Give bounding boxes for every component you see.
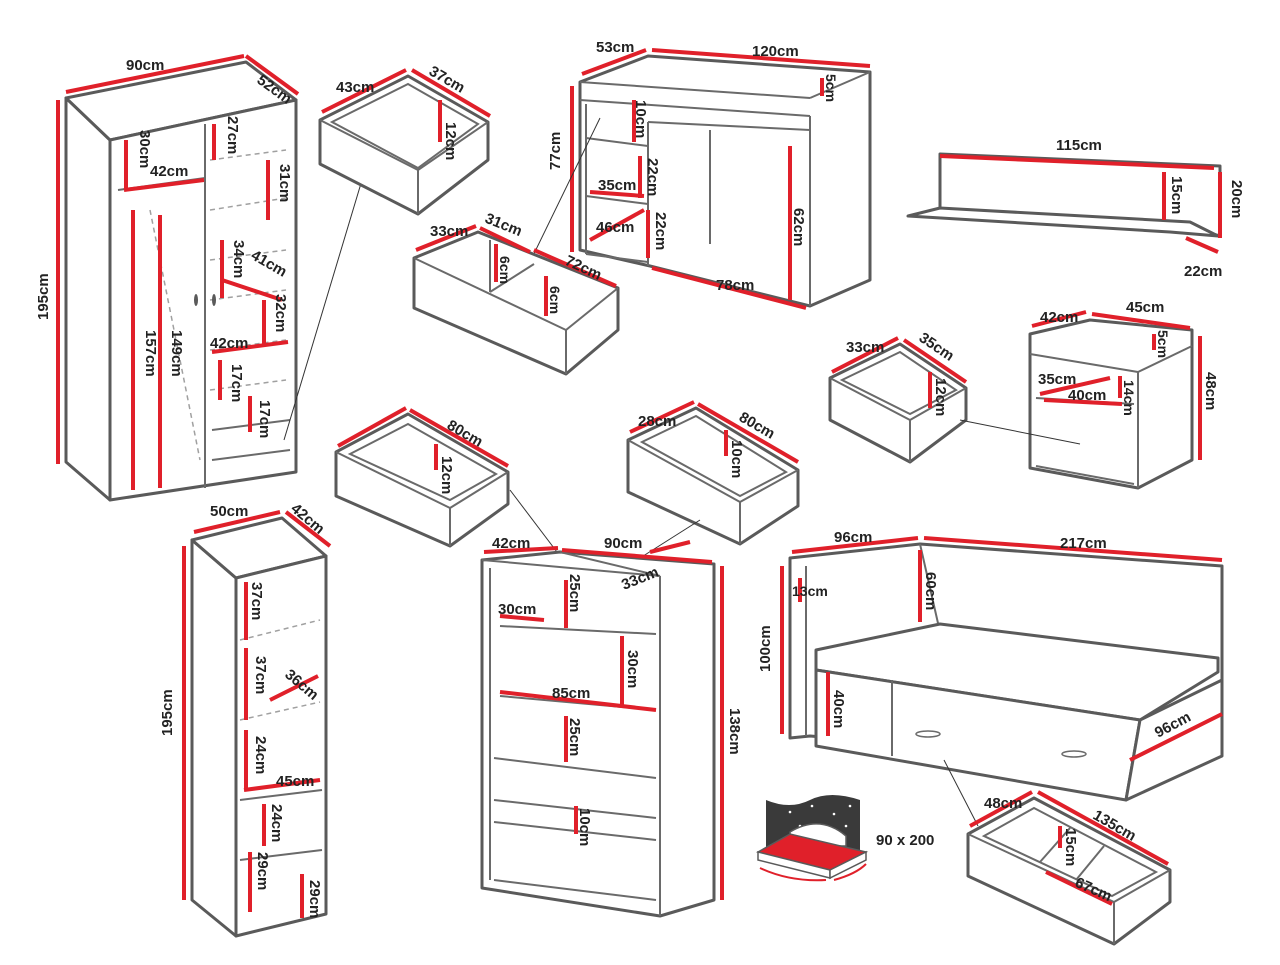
bookcase-height: 195cm xyxy=(159,689,176,736)
drawer-80a: 80cm 12cm xyxy=(334,406,561,557)
bed-frame-height: 40cm xyxy=(830,690,847,728)
bed-drawer-height: 15cm xyxy=(1062,828,1079,866)
desk: 53cm 120cm 5cm 10cm 77cm 22cm 35cm 46cm … xyxy=(527,39,872,310)
dresser: 42cm 90cm 33cm 25cm 30cm 30cm 85cm 25cm … xyxy=(480,535,743,918)
bookcase-tall: 50cm 42cm 195cm 37cm 37cm 36cm 24cm 45cm… xyxy=(159,500,332,938)
nightstand-drawer-h: 14cm xyxy=(1121,380,1137,416)
desk-drawer-w1: 35cm xyxy=(598,177,636,194)
wardrobe-d4: 31cm xyxy=(276,164,293,202)
bed-back-height: 60cm xyxy=(922,572,939,610)
bed-length: 217cm xyxy=(1060,535,1107,552)
dresser-depth: 42cm xyxy=(492,535,530,552)
dresser-shelf-w: 85cm xyxy=(552,685,590,702)
desk-drawer-h2: 22cm xyxy=(652,212,669,250)
wardrobe-d3: 27cm xyxy=(224,116,241,154)
bed-head-width: 96cm xyxy=(834,529,872,546)
bed-lip: 13cm xyxy=(792,583,828,599)
wardrobe-d12: 17cm xyxy=(256,400,273,438)
desk-knee: 62cm xyxy=(790,208,807,246)
nightstand: 42cm 45cm 5cm 48cm 35cm 40cm 14cm xyxy=(959,299,1219,490)
drawer-a-height: 12cm xyxy=(442,122,459,160)
desk-drawer-h1: 22cm xyxy=(644,158,661,196)
drawer-small-a: 43cm 37cm 12cm xyxy=(318,63,492,216)
dresser-width: 90cm xyxy=(604,535,642,552)
dresser-height: 138cm xyxy=(726,708,743,755)
desk-drawer: 33cm 31cm 72cm 6cm 6cm xyxy=(412,210,620,376)
bookcase-s2: 37cm xyxy=(252,656,269,694)
wardrobe-d11: 17cm xyxy=(228,364,245,402)
shelf-width: 115cm xyxy=(1056,137,1102,154)
bed-drawer: 48cm 135cm 15cm 67cm xyxy=(966,790,1172,946)
bookcase-s7: 29cm xyxy=(254,852,271,890)
drawer-b-height: 12cm xyxy=(932,378,949,416)
nightstand-lip: 5cm xyxy=(1155,330,1171,358)
bed-head-height: 100cm xyxy=(757,625,774,672)
bookcase-s6: 24cm xyxy=(268,804,285,842)
drawer-small-b: 33cm 35cm 12cm xyxy=(828,329,968,464)
mattress-icon: 90 x 200 xyxy=(755,795,934,882)
wardrobe-width: 90cm xyxy=(126,57,164,74)
desk-depth: 53cm xyxy=(596,39,634,56)
drawer-80b-height: 10cm xyxy=(728,440,745,478)
desk-span: 78cm xyxy=(716,277,754,294)
drawer-80b: 28cm 80cm 10cm xyxy=(626,400,800,559)
bookcase-s4: 24cm xyxy=(252,736,269,774)
dresser-gap: 30cm xyxy=(624,650,641,688)
desk-drawer-w2: 46cm xyxy=(596,219,634,236)
nightstand-height: 48cm xyxy=(1202,372,1219,410)
nightstand-drawer-w: 40cm xyxy=(1068,387,1106,404)
desk-lip: 5cm xyxy=(823,74,839,102)
dresser-mid: 25cm xyxy=(566,718,583,756)
desk-width: 120cm xyxy=(752,43,799,60)
shelf-inner: 15cm xyxy=(1168,176,1185,214)
shelf-depth: 22cm xyxy=(1184,263,1222,280)
wardrobe-d1: 30cm xyxy=(136,130,153,168)
desk-drawer-h2: 6cm xyxy=(547,286,563,314)
bookcase-s1: 37cm xyxy=(248,582,265,620)
wardrobe-d2: 42cm xyxy=(150,163,188,180)
bookcase-s5: 45cm xyxy=(276,773,314,790)
drawer-80b-depth: 28cm xyxy=(638,413,676,430)
wardrobe-d7: 32cm xyxy=(272,294,289,332)
shelf-height: 20cm xyxy=(1228,180,1245,218)
drawer-b-width: 33cm xyxy=(846,339,884,356)
bed-drawer-depth: 48cm xyxy=(984,795,1022,812)
dresser-drawer: 10cm xyxy=(576,808,593,846)
dresser-top: 25cm xyxy=(566,574,583,612)
dresser-shelf-d: 30cm xyxy=(498,601,536,618)
wardrobe-d5: 34cm xyxy=(230,240,247,278)
wardrobe: 90cm 52cm 195cm 30cm 42cm 27cm 31cm 34cm… xyxy=(35,54,363,502)
nightstand-depth: 42cm xyxy=(1040,309,1078,326)
desk-drawer-h1: 6cm xyxy=(497,256,513,284)
wall-shelf: 115cm 15cm 20cm 22cm xyxy=(906,137,1245,280)
desk-h10: 10cm xyxy=(632,100,649,138)
wardrobe-height: 195cm xyxy=(35,273,52,320)
desk-drawer-a: 33cm xyxy=(430,223,468,240)
wardrobe-d8: 157cm xyxy=(142,330,159,377)
drawer-a-width: 43cm xyxy=(336,79,374,96)
nightstand-width: 45cm xyxy=(1126,299,1164,316)
mattress-size: 90 x 200 xyxy=(876,832,934,849)
wardrobe-d10: 42cm xyxy=(210,335,248,352)
wardrobe-d9: 149cm xyxy=(168,330,185,377)
nightstand-inner-w: 35cm xyxy=(1038,371,1076,388)
bookcase-s8: 29cm xyxy=(306,880,323,918)
bed: 96cm 217cm 60cm 100cm 13cm 40cm 96cm xyxy=(757,529,1224,827)
bookcase-width: 50cm xyxy=(210,503,248,520)
desk-height: 77cm xyxy=(547,132,564,170)
drawer-80a-height: 12cm xyxy=(438,456,455,494)
